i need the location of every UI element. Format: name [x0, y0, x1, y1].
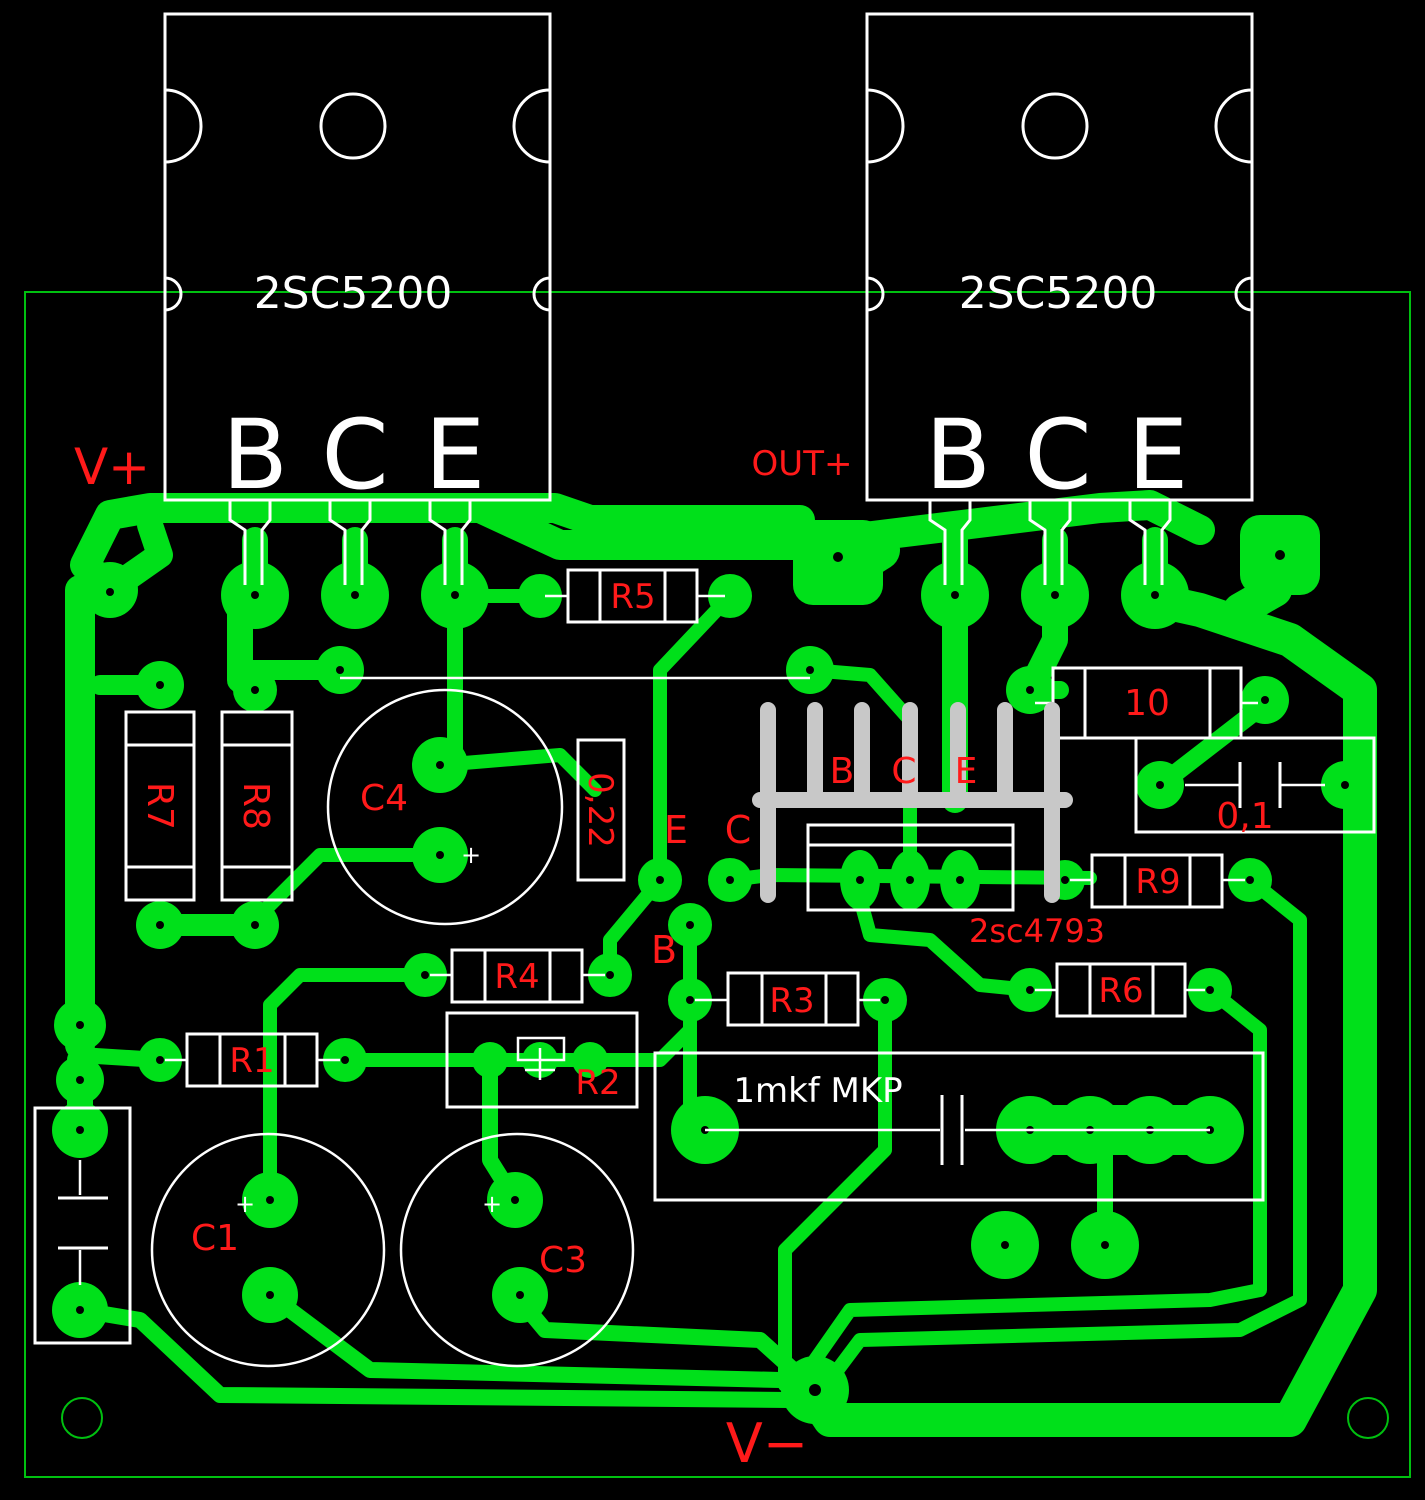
test-point-b: B — [651, 928, 677, 972]
pad — [472, 1042, 508, 1078]
pin-label-right-c: C — [1024, 399, 1091, 511]
resistor-r4: R4 — [430, 948, 605, 1004]
resistor-r3: R3 — [695, 971, 880, 1027]
pin-label-left-c: C — [321, 399, 388, 511]
capacitor-c3: C3 + — [399, 1132, 635, 1368]
pad — [518, 574, 562, 618]
net-label-out-plus: OUT+ — [752, 444, 853, 484]
r10-label: 10 — [1124, 683, 1170, 724]
c01-label: 0,1 — [1216, 796, 1273, 837]
r3-label: R3 — [769, 981, 814, 1021]
c4-label: C4 — [360, 778, 408, 819]
resistor-r1: R1 — [165, 1032, 340, 1088]
c3-plus-mark: + — [482, 1190, 502, 1218]
board-outline — [24, 291, 1411, 1478]
net-label-vminus: V− — [726, 1412, 808, 1475]
transistor-left: 2SC5200 B C E — [163, 12, 552, 585]
resistor-r9: R9 — [1070, 853, 1245, 909]
transistor-right: 2SC5200 B C E — [865, 12, 1254, 585]
r5-label: R5 — [610, 577, 655, 617]
r6-label: R6 — [1098, 971, 1143, 1011]
net-label-vplus: V+ — [74, 438, 150, 496]
r1-label: R1 — [229, 1041, 274, 1081]
resistor-r7: R7 — [124, 710, 196, 902]
r9-label: R9 — [1135, 862, 1180, 902]
pad — [708, 574, 752, 618]
c4-plus-mark: + — [461, 841, 481, 869]
resistor-r6: R6 — [1035, 962, 1205, 1018]
capacitor-c4: C4 + — [326, 688, 564, 926]
test-point-c: C — [725, 808, 752, 852]
driver-transistor: B C E 2sc4793 — [806, 751, 1105, 950]
driver-pin-c: C — [891, 751, 916, 792]
test-point-e: E — [664, 808, 688, 852]
r4-label: R4 — [494, 957, 539, 997]
r7-label: R7 — [139, 782, 180, 830]
part-label-right: 2SC5200 — [959, 268, 1158, 319]
part-label-left: 2SC5200 — [254, 268, 453, 319]
r2-label: R2 — [575, 1063, 620, 1103]
c1-plus-mark: + — [235, 1190, 255, 1218]
trimmer-r2: R2 — [445, 1011, 639, 1109]
pad — [572, 1042, 608, 1078]
r-022-label: 0,22 — [580, 772, 620, 848]
pad — [793, 520, 883, 605]
pin-label-left-b: B — [222, 399, 288, 511]
mkp-label: 1mkf MKP — [733, 1071, 902, 1111]
mounting-hole-left — [61, 1397, 103, 1439]
capacitor-0-1: 0,1 — [1134, 736, 1376, 837]
driver-pin-e: E — [955, 751, 978, 792]
mounting-hole-right — [1347, 1397, 1389, 1439]
c1-label: C1 — [191, 1218, 239, 1259]
resistor-r5: R5 — [545, 568, 725, 624]
driver-part-label: 2sc4793 — [969, 912, 1105, 950]
c3-label: C3 — [539, 1240, 587, 1281]
capacitor-c1: C1 + — [150, 1132, 386, 1368]
driver-pin-b: B — [830, 751, 855, 792]
heatsink — [752, 702, 1073, 903]
capacitor-mkp: 1mkf MKP — [653, 1051, 1265, 1202]
resistor-0-22: 0,22 — [576, 738, 626, 882]
capacitor-left-film — [33, 1106, 132, 1345]
r8-label: R8 — [235, 782, 276, 830]
pin-label-left-e: E — [425, 399, 486, 511]
pin-label-right-e: E — [1128, 399, 1189, 511]
resistor-10: 10 — [1035, 666, 1258, 740]
resistor-r8: R8 — [220, 710, 294, 902]
pin-label-right-b: B — [925, 399, 991, 511]
